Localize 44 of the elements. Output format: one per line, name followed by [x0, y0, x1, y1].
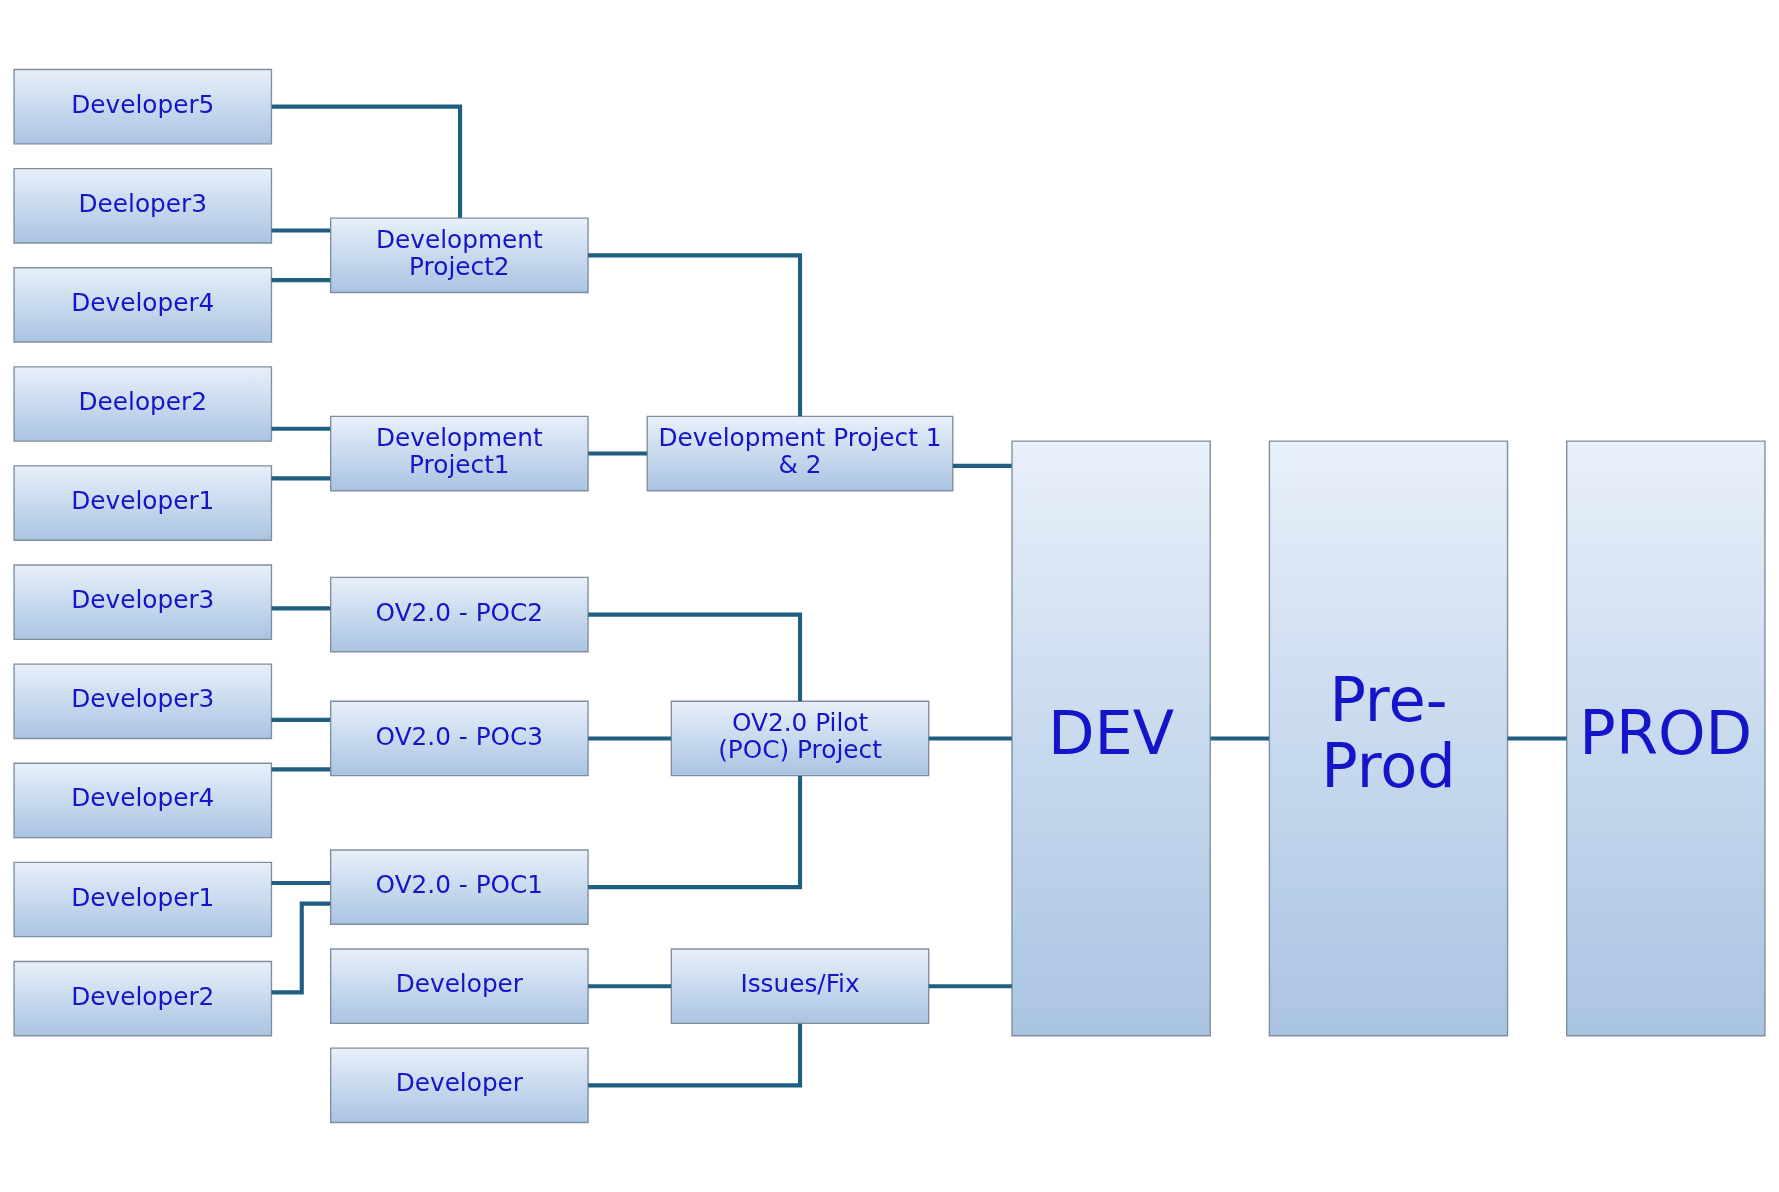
connector [271, 426, 331, 431]
node-box: Issues/Fix [670, 948, 930, 1025]
node-box: Developer1 [13, 465, 273, 541]
node-box: OV2.0 - POC3 [329, 700, 589, 777]
node-box: DEV [1011, 440, 1211, 1037]
connector [271, 880, 331, 886]
node-box: Developer5 [13, 68, 273, 145]
connector [588, 1023, 803, 1088]
connector [588, 736, 672, 741]
node-box: PROD [1566, 440, 1766, 1037]
node-box: Developer2 [13, 960, 273, 1037]
node-box: Development Project2 [329, 217, 589, 294]
node-box: OV2.0 - POC1 [329, 849, 589, 925]
connector [588, 612, 803, 702]
node-box: Development Project1 [329, 415, 589, 492]
node-box: OV2.0 - POC2 [329, 576, 589, 653]
node-box: Deeloper2 [13, 366, 273, 442]
connector [271, 767, 331, 772]
node-box: Developer4 [13, 762, 273, 839]
connector [271, 717, 331, 722]
node-box: Developer [329, 1047, 589, 1124]
node-box: Deeloper3 [13, 167, 273, 244]
node-box: Developer4 [13, 267, 273, 343]
connector [1507, 736, 1567, 741]
connector [271, 476, 331, 481]
connector [928, 984, 1012, 989]
node-box: Developer3 [13, 564, 273, 641]
connector [1210, 736, 1269, 741]
connector [271, 228, 331, 233]
node-box: Development Project 1 & 2 [646, 415, 954, 492]
connector [588, 253, 803, 417]
connector [588, 451, 647, 456]
node-box: Developer1 [13, 861, 273, 938]
node-box: OV2.0 Pilot (POC) Project [670, 700, 930, 777]
node-box: Pre- Prod [1268, 440, 1509, 1037]
connector [952, 463, 1012, 468]
connector [588, 775, 803, 890]
node-box: Developer3 [13, 663, 273, 740]
connector [271, 278, 331, 283]
node-box: Developer [329, 948, 589, 1025]
connector [928, 736, 1012, 741]
connector [271, 606, 331, 611]
connector [271, 104, 463, 218]
connector [588, 984, 672, 989]
